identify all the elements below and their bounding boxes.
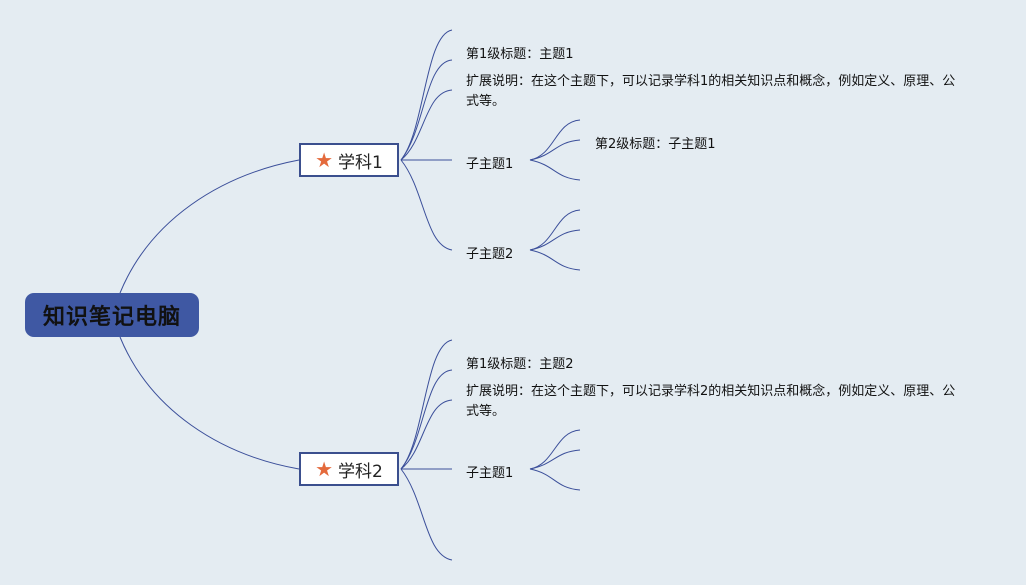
connector-s2-description [400,399,453,470]
connector-s1t2-top [529,209,581,251]
connector-s2t1-mid [529,449,581,470]
connector-s1-branch-top [400,29,453,161]
root-node-label: 知识笔记电脑 [42,305,181,330]
subject1-node[interactable]: ★ 学科1 [299,143,399,177]
connector-root-subject1 [119,159,300,294]
subject1-subtopic1[interactable]: 子主题1 [466,157,514,172]
connector-s1-heading [400,59,453,161]
subject2-node[interactable]: ★ 学科2 [299,452,399,486]
connector-s1t1-bottom [529,159,581,181]
star-icon: ★ [315,457,334,481]
connector-s1t2-bottom [529,249,581,271]
connector-s1t1-top [529,119,581,161]
subject1-heading[interactable]: 第1级标题：主题1 [466,47,574,62]
connector-root-subject2 [119,336,300,470]
subject1-description[interactable]: 扩展说明：在这个主题下，可以记录学科1的相关知识点和概念，例如定义、原理、公式等… [466,74,956,109]
subject2-description[interactable]: 扩展说明：在这个主题下，可以记录学科2的相关知识点和概念，例如定义、原理、公式等… [466,384,956,419]
connector-s2-branch-bottom [400,468,453,561]
connector-s2-branch-top [400,339,453,470]
subject1-label: 学科1 [338,152,383,173]
connector-s1t2-mid [529,229,581,251]
star-icon: ★ [315,148,334,172]
connector-s1t1-child [529,139,581,161]
subject2-subtopic1[interactable]: 子主题1 [466,466,514,481]
connector-s1-subtopic2 [400,159,453,251]
root-node[interactable]: 知识笔记电脑 [25,293,199,337]
subject1-subtopic1-child[interactable]: 第2级标题：子主题1 [595,137,716,152]
subject1-subtopic2[interactable]: 子主题2 [466,247,514,262]
connector-s2-heading [400,369,453,470]
connector-s2t1-bottom [529,468,581,491]
connector-s1-description [400,89,453,161]
subject2-label: 学科2 [338,461,383,482]
connector-s2t1-top [529,429,581,470]
subject2-heading[interactable]: 第1级标题：主题2 [466,357,574,372]
